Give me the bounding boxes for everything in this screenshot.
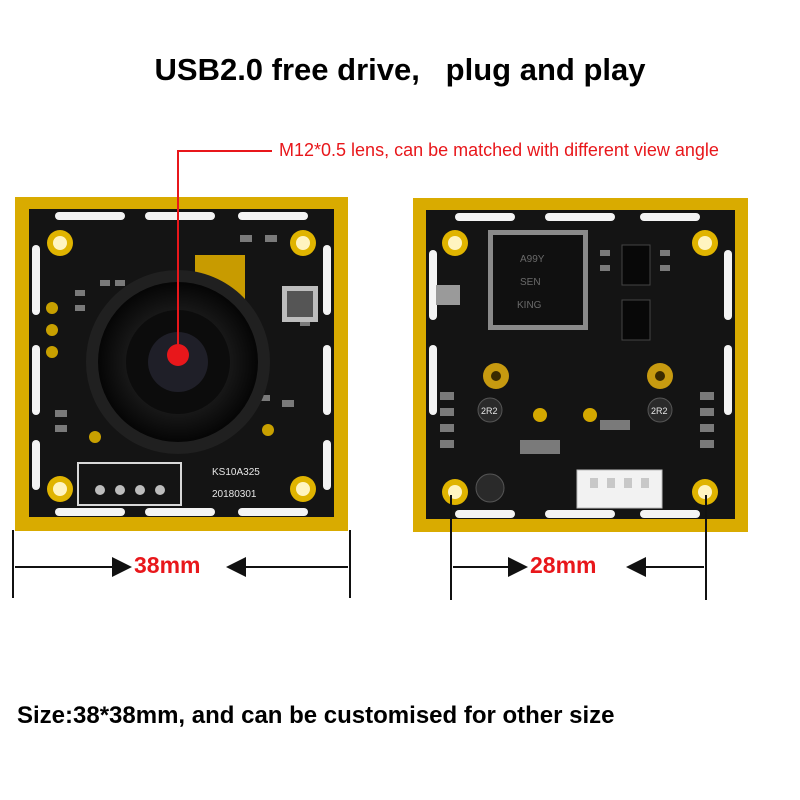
front-dimension <box>12 530 351 598</box>
front-width-label: 38mm <box>132 552 203 579</box>
page-title: USB2.0 free drive, plug and play <box>154 52 646 87</box>
lens-callout-text: M12*0.5 lens, can be matched with differ… <box>279 140 719 160</box>
back-width-label: 28mm <box>528 552 599 579</box>
back-board: A99Y SEN KING 2R2 2R2 <box>413 198 748 532</box>
back-dimension <box>450 495 707 600</box>
front-board: KS10A325 20180301 <box>15 197 348 531</box>
size-caption: Size:38*38mm, and can be customised for … <box>17 702 615 729</box>
inductor-marking-1: 2R2 <box>481 406 498 416</box>
chip-marking-3: A99Y <box>520 254 545 265</box>
front-model-marking: KS10A325 <box>212 467 260 478</box>
inductor-marking-2: 2R2 <box>651 406 668 416</box>
chip-marking-1: KING <box>517 300 542 311</box>
lens-callout-marker <box>167 150 272 366</box>
chip-marking-2: SEN <box>520 277 541 288</box>
front-date-marking: 20180301 <box>212 489 257 500</box>
